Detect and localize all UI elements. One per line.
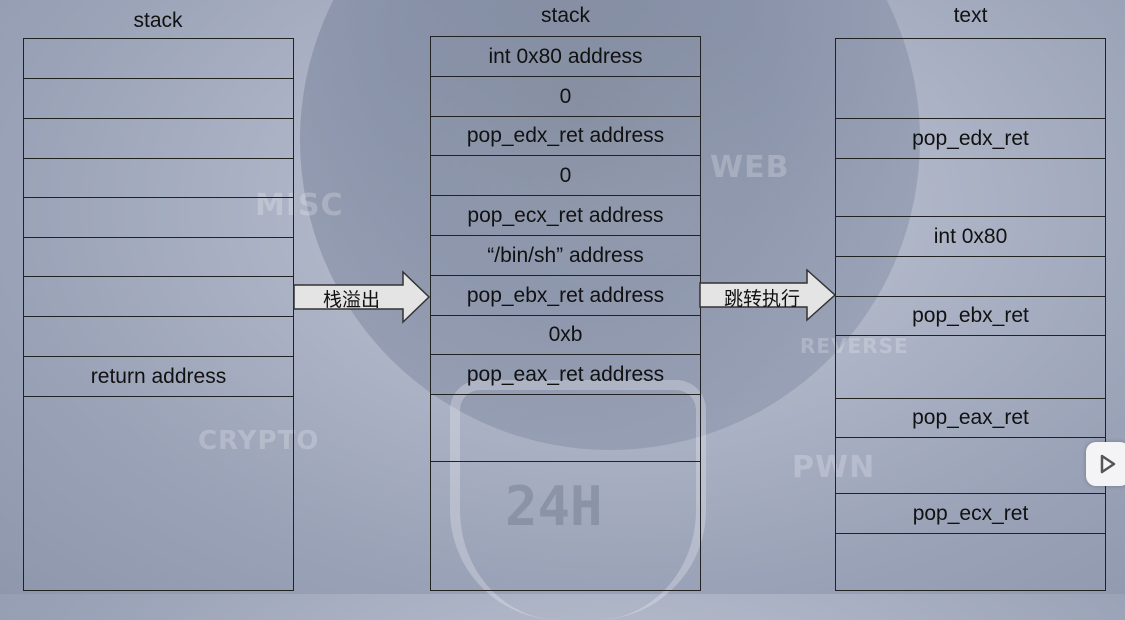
middle-stack-cell: 0xb	[431, 316, 700, 355]
background-word-reverse: REVERSE	[800, 334, 909, 358]
jump-arrow-label: 跳转执行	[724, 288, 801, 310]
text-cell	[836, 39, 1105, 119]
middle-stack-heading: stack	[540, 4, 590, 27]
overflow-arrow-label: 栈溢出	[323, 289, 381, 311]
play-button[interactable]	[1086, 442, 1125, 486]
text-cell-pop-ecx-ret: pop_ecx_ret	[836, 494, 1105, 534]
middle-stack-cell: pop_ecx_ret address	[431, 196, 700, 236]
background-word-crypto: CRYPTO	[198, 426, 320, 456]
left-stack-cell	[24, 39, 293, 79]
left-stack-cell	[24, 79, 293, 119]
text-section-column: pop_edx_ret int 0x80 pop_ebx_ret pop_eax…	[835, 38, 1106, 591]
left-stack-cell	[24, 119, 293, 159]
left-stack-cell	[24, 238, 293, 277]
jump-arrow	[699, 268, 837, 322]
background-word-pwn: PWN	[792, 450, 876, 485]
left-stack-cell	[24, 277, 293, 317]
overflow-arrow	[293, 270, 431, 324]
middle-stack-cell: 0	[431, 77, 700, 117]
background-badge: 24H	[505, 475, 603, 538]
text-cell-int-0x80: int 0x80	[836, 217, 1105, 257]
middle-stack-cell: pop_eax_ret address	[431, 355, 700, 395]
overflow-arrow-shape	[293, 270, 431, 324]
text-cell	[836, 257, 1105, 297]
left-stack-cell	[24, 198, 293, 238]
left-stack-cell	[24, 317, 293, 357]
text-cell	[836, 159, 1105, 217]
background-shield	[450, 380, 706, 620]
middle-stack-cell: int 0x80 address	[431, 37, 700, 77]
text-cell-pop-ebx-ret: pop_ebx_ret	[836, 297, 1105, 336]
jump-arrow-shape	[699, 268, 837, 322]
text-cell	[836, 336, 1105, 399]
play-icon	[1100, 454, 1116, 474]
text-cell-pop-eax-ret: pop_eax_ret	[836, 399, 1105, 438]
left-stack-cell	[24, 159, 293, 198]
text-section-heading: text	[953, 4, 988, 27]
text-cell	[836, 438, 1105, 494]
middle-stack-cell: 0	[431, 156, 700, 196]
middle-stack-cell: pop_edx_ret address	[431, 117, 700, 156]
text-cell-pop-edx-ret: pop_edx_ret	[836, 119, 1105, 159]
middle-stack-cell: pop_ebx_ret address	[431, 276, 700, 316]
left-stack-heading: stack	[133, 9, 183, 32]
middle-stack-cell: “/bin/sh” address	[431, 236, 700, 276]
return-address-cell: return address	[24, 357, 293, 397]
background-word-misc: MISC	[255, 188, 344, 223]
background-word-web: WEB	[710, 150, 790, 185]
middle-stack-cell	[431, 395, 700, 462]
middle-stack-column: int 0x80 address 0 pop_edx_ret address 0…	[430, 36, 701, 591]
left-stack-column: return address	[23, 38, 294, 591]
